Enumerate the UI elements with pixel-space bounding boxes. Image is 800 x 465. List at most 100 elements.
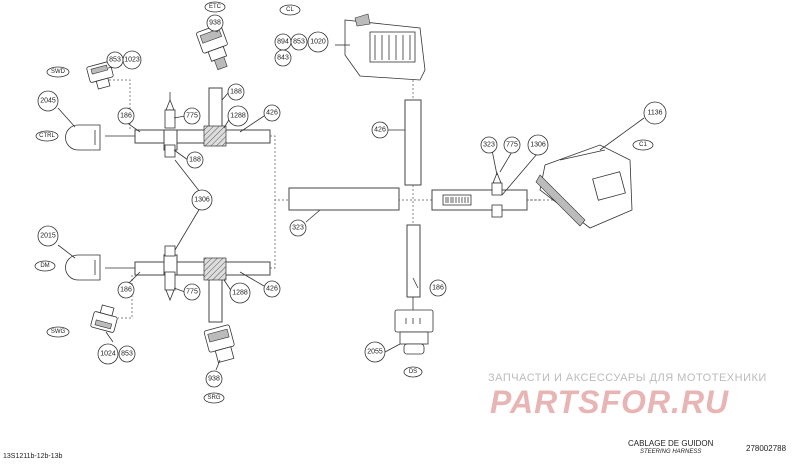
splice-body-lower [164, 271, 176, 291]
dm-switch [65, 254, 101, 281]
callout-426-b: 426 [266, 286, 278, 293]
callout-2015: 2015 [40, 233, 56, 240]
callout: 426 [263, 104, 281, 122]
wire-center-323 [288, 187, 400, 211]
callout-323-a: 323 [483, 142, 495, 149]
callout: 1136 [643, 101, 667, 125]
callout-426-a: 426 [266, 110, 278, 117]
oval-dm: DM [40, 263, 49, 269]
callout: 188 [186, 151, 204, 169]
callout-775-a: 775 [186, 113, 198, 120]
oval-c1: C1 [639, 142, 647, 148]
callout: 894 [274, 33, 292, 51]
callout: 1288 [227, 105, 249, 127]
dashed-swd-link [105, 79, 131, 130]
callout-188-a: 188 [230, 89, 242, 96]
splice-body-center [491, 182, 503, 196]
wire-to-cl [404, 99, 422, 186]
splice-cap-upper [165, 98, 175, 111]
oval-swg: SWG [51, 329, 66, 335]
callout-1136: 1136 [647, 110, 662, 117]
callout: 426 [371, 121, 389, 139]
wire-to-ds [406, 224, 421, 298]
watermark-logo: PARTSFOR.RU [490, 384, 730, 420]
upper-left-branch [105, 79, 290, 201]
splice-body-upper [164, 109, 176, 129]
callout-186-c: 186 [432, 285, 444, 292]
tape-section-lower [203, 257, 227, 281]
footer-part-number: 278002788 [746, 444, 787, 453]
callout-1306-a: 1306 [194, 197, 210, 204]
callout-853-b: 853 [121, 351, 133, 358]
callout-853-top: 853 [109, 57, 121, 64]
oval-cl: CL [286, 7, 294, 13]
cl-connector [344, 13, 426, 81]
callout-775-b: 775 [186, 289, 198, 296]
callout: 1288 [229, 282, 251, 304]
callout: 1023 [122, 50, 142, 70]
footer-title-en: STEERING HARNESS [640, 449, 702, 455]
c1-connector [535, 144, 633, 229]
callout: 843 [274, 49, 292, 67]
callout: 426 [263, 280, 281, 298]
oval-etc: ETC [209, 4, 222, 10]
callout-1020: 1020 [310, 39, 326, 46]
callout-186-a: 186 [120, 113, 132, 120]
center-harness [288, 52, 560, 298]
callout-1023: 1023 [124, 57, 140, 64]
callout: 323 [480, 136, 498, 154]
oval-label: CTRL [35, 130, 59, 142]
callout: 323 [289, 219, 307, 237]
callout-426-c: 426 [374, 127, 386, 134]
srg-connector [203, 324, 235, 364]
callout: 853 [118, 345, 136, 363]
swd-connector [86, 61, 114, 90]
callout: 186 [117, 107, 135, 125]
callout: 2045 [37, 90, 59, 112]
tape-section-upper [203, 125, 227, 147]
callout: 186 [429, 279, 447, 297]
callout-2055: 2055 [367, 349, 383, 356]
oval-label: SRG [203, 392, 225, 404]
ds-connector [394, 297, 434, 355]
watermark-tagline: ЗАПЧАСТИ И АКСЕССУАРЫ ДЛЯ МОТОТЕХНИКИ [488, 372, 767, 384]
callout-188-b: 188 [189, 157, 201, 164]
callout-775-c: 775 [506, 142, 518, 149]
dashed-lower-right [270, 200, 276, 269]
footer-title-fr: CABLAGE DE GUIDON [628, 439, 714, 448]
oval-label: DM [34, 260, 56, 272]
callout: 775 [183, 107, 201, 125]
oval-srg: SRG [207, 395, 220, 401]
dashed-swg-link [118, 275, 133, 319]
callout: 186 [117, 281, 135, 299]
callout: 188 [227, 83, 245, 101]
barcode-label [442, 194, 472, 206]
oval-label: CL [279, 4, 301, 16]
callout-938-top: 938 [209, 20, 221, 27]
oval-label: SWG [46, 326, 70, 338]
lower-left-branch [105, 200, 276, 323]
ctrl-switch [65, 124, 101, 151]
leader-lines [57, 30, 645, 371]
callout-843: 843 [277, 55, 289, 62]
callout-1306-b: 1306 [530, 142, 546, 149]
splice-top-lower [164, 245, 176, 257]
callout: 853 [290, 33, 308, 51]
splice-bottom-center [491, 204, 503, 218]
callout-894: 894 [277, 39, 289, 46]
callout: 2015 [37, 225, 59, 247]
footer-ref-code: 13S1211b-12b-13b [3, 453, 63, 460]
callout-186-b: 186 [120, 287, 132, 294]
callout-323-b: 323 [292, 225, 304, 232]
oval-label: C1 [632, 139, 654, 151]
callout: 1020 [307, 31, 329, 53]
callout-938-b: 938 [208, 376, 220, 383]
callout: 775 [503, 136, 521, 154]
wire-upper-main [134, 129, 271, 144]
callout: 853 [106, 51, 124, 69]
oval-label: DS [403, 366, 423, 378]
oval-ctrl: CTRL [39, 133, 55, 139]
callout: 775 [183, 283, 201, 301]
callout: 2055 [364, 341, 386, 363]
